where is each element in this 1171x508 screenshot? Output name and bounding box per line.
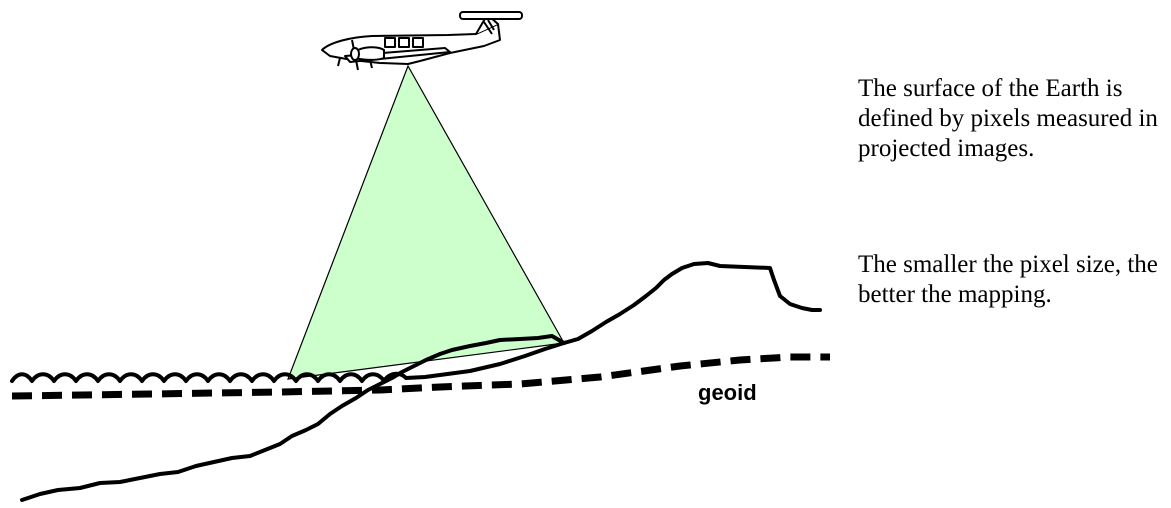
geoid-line <box>11 353 830 400</box>
ocean-surface-line <box>10 341 566 383</box>
geoid-label: geoid <box>698 380 757 405</box>
land-surface-line <box>562 261 822 345</box>
caption-surface-definition: The surface of the Earth is defined by p… <box>858 75 1158 162</box>
subsurface-terrain-line <box>20 334 566 502</box>
airplane-icon <box>321 11 523 71</box>
sensor-footprint-cone <box>287 64 565 380</box>
caption-pixel-size: The smaller the pixel size, the better t… <box>858 251 1158 308</box>
